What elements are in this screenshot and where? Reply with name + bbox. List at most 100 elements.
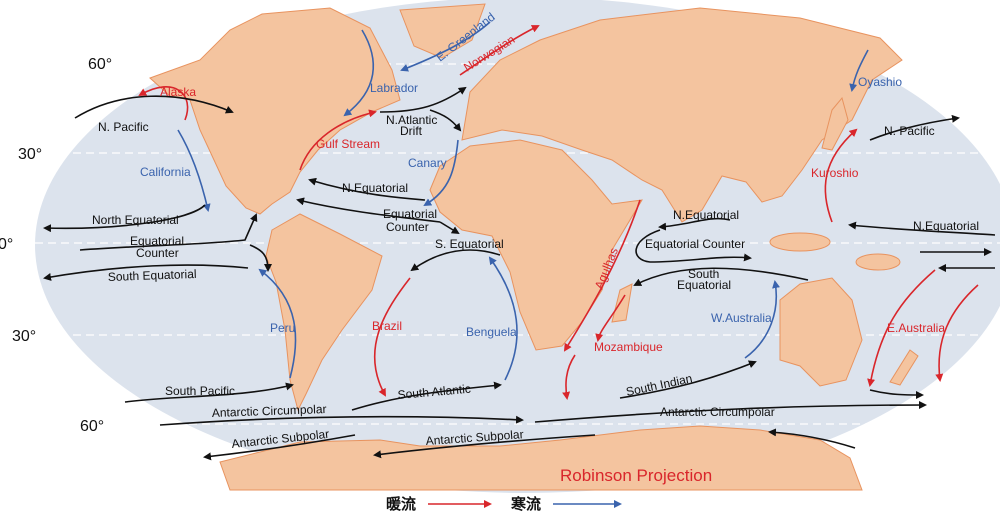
japan [821,96,849,151]
eurasia [461,7,903,223]
north-america [149,7,401,215]
gulf-stream [299,109,377,171]
antarctica [219,425,863,491]
equatorial-counter-pacific [79,213,258,251]
current-label: Drift [400,124,423,138]
antarctic-subpolar-east [768,428,856,449]
benguela-current [488,256,518,381]
antarctic-circumpolar-west [159,415,524,426]
e-australia-outer [935,284,979,382]
current-label: Antarctic Circumpolar [660,405,775,419]
n-pacific-east [869,114,960,141]
n-equatorial-indian [658,217,731,231]
current-label: N. Pacific [884,124,935,138]
n-atlantic-drift [379,86,467,113]
new-guinea [855,253,901,271]
current-label: South Pacific [165,384,235,398]
n-atlantic-drift-south [429,109,462,132]
north-equatorial-pacific [43,204,206,233]
south-equatorial-indian [633,267,809,286]
lat-label-30s: 30° [12,328,36,345]
current-label: N.Equatorial [673,208,739,222]
current-label: Labrador [370,81,418,95]
legend: 暖流 寒流 [386,495,622,513]
mozambique-current [595,294,626,342]
current-label: Antarctic Subpolar [425,427,524,448]
current-label: Mozambique [594,340,663,354]
australia [779,277,863,387]
current-label: Equatorial Counter [645,237,745,251]
current-label: Equatorial [130,234,184,248]
kuroshio-current [824,128,858,223]
south-pacific-current [124,382,294,403]
current-label: Antarctic Circumpolar [212,402,327,420]
lat-label-0: 0° [0,236,13,253]
current-arrows [43,21,996,461]
current-label: Counter [386,220,429,234]
antarctic-circumpolar-east [534,401,927,423]
current-label: N.Equatorial [913,219,979,233]
legend-warm-label: 暖流 [386,495,416,513]
canary-current [423,139,459,207]
current-label: South Equatorial [108,267,197,284]
norwegian-current [459,25,540,76]
greenland [399,3,486,59]
continents [149,3,919,491]
current-label: Counter [136,246,179,260]
current-label: Alaska [160,85,196,99]
current-label: South Atlantic [397,382,471,402]
current-label: Equatorial [383,207,437,221]
current-label: W.Australia [711,311,772,325]
current-label: Brazil [372,319,402,333]
current-label: Canary [408,156,447,170]
california-current [177,129,211,212]
antarctic-subpolar-mid [373,434,596,459]
e-greenland-current [400,21,491,72]
current-labels: Alaska N. Pacific California North Equat… [92,10,979,451]
current-label: N.Equatorial [342,181,408,195]
s-equatorial-atlantic-west [296,197,441,223]
projection-label: Robinson Projection [560,466,712,485]
indonesia [769,232,831,252]
antarctic-subpolar-west [203,434,356,461]
n-equatorial-pacific-west [848,221,996,236]
w-australia-current [744,280,780,359]
lat-label-60s: 60° [80,418,104,435]
labrador-current [343,29,374,117]
current-label: California [140,165,191,179]
current-label: North Equatorial [92,213,179,227]
current-label: Equatorial [677,278,731,292]
brazil-current [374,277,411,397]
equatorial-counter-split [249,244,272,272]
legend-cold-label: 寒流 [511,495,541,513]
current-label: Kuroshio [811,166,859,180]
agulhas-current [563,199,641,352]
e-australia-current [867,269,936,387]
n-equatorial-atlantic [308,177,426,201]
current-label: E.Australia [887,321,945,335]
alaska-current [138,86,189,121]
current-label: Peru [270,321,295,335]
lat-label-30n: 30° [18,146,42,163]
current-label: N. Pacific [98,120,149,134]
s-equatorial-atlantic [410,249,501,272]
agulhas-return [562,354,576,400]
latitude-labels: 60° 30° 0° 30° 60° [0,56,112,435]
new-zealand [889,349,919,386]
south-america [265,213,383,412]
south-atlantic-current [351,381,502,411]
lat-label-60n: 60° [88,56,112,73]
current-label: South [688,267,719,281]
equatorial-counter-indian [635,229,752,263]
current-label: Oyashio [858,75,902,89]
oyashio-current [849,49,869,92]
peru-current [258,268,297,379]
south-equatorial-pacific [43,264,249,281]
current-label: Benguela [466,325,517,339]
current-label: Gulf Stream [316,137,380,151]
n-pacific-current-west [74,95,234,119]
tasman-current [869,389,924,399]
current-label: N.Atlantic [386,113,437,127]
current-label: S. Equatorial [435,237,504,251]
